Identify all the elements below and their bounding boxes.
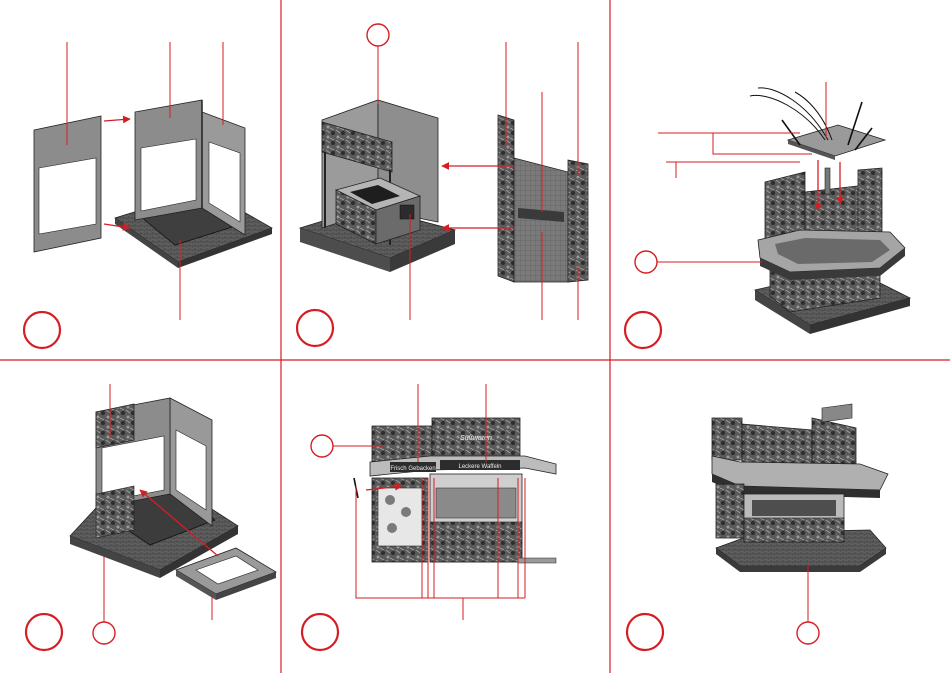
- serving-board: [518, 558, 556, 563]
- step-3-panel: [625, 82, 910, 348]
- step-2-panel: [297, 24, 588, 346]
- callout-circle: [311, 435, 333, 457]
- roof-lamp-box: [822, 404, 852, 422]
- front-wall-window: [141, 139, 196, 211]
- front-lower-decor: [96, 486, 134, 538]
- step-6-panel: [627, 404, 888, 650]
- step-number-circle: [24, 312, 60, 348]
- canopy-sign-left-text: Frisch Gebacken: [390, 466, 435, 472]
- display-item: [387, 523, 397, 533]
- step-4-panel: [26, 384, 276, 650]
- left-display-window: [378, 488, 422, 546]
- step-number-circle: [302, 614, 338, 650]
- detached-wall-window: [39, 158, 96, 234]
- step-number-circle: [625, 312, 661, 348]
- canopy-inner: [775, 238, 890, 264]
- step-number-circle: [627, 614, 663, 650]
- callout-circle: [797, 622, 819, 644]
- kiosk-side-wall: [858, 168, 882, 240]
- step-1-panel: [24, 42, 272, 348]
- lamp-socket: [825, 168, 830, 194]
- callout-circle: [635, 251, 657, 273]
- center-counter-lower: [744, 518, 844, 542]
- left-display-case: [716, 484, 744, 538]
- center-counter-lower: [430, 522, 522, 562]
- canopy-sign-right-text: Leckere Waffeln: [458, 464, 501, 470]
- back-sign-top: [812, 418, 856, 470]
- insert-arrow-top: [104, 119, 130, 121]
- counter-drawer: [400, 205, 414, 219]
- back-sign-left: [712, 418, 742, 460]
- step-number-circle: [26, 614, 62, 650]
- side-panel-right: [568, 160, 588, 282]
- callout-circle: [93, 622, 115, 644]
- display-item: [401, 507, 411, 517]
- center-counter-shelf: [436, 488, 516, 518]
- step-5-panel: Süßwaren Frisch Gebacken Leckere Waffeln: [302, 384, 556, 650]
- callout-circle: [367, 24, 389, 46]
- sign-panel: [96, 404, 134, 448]
- center-counter-shelf: [752, 500, 836, 516]
- display-item: [385, 495, 395, 505]
- top-sign-text: Süßwaren: [460, 435, 492, 442]
- step-number-circle: [297, 310, 333, 346]
